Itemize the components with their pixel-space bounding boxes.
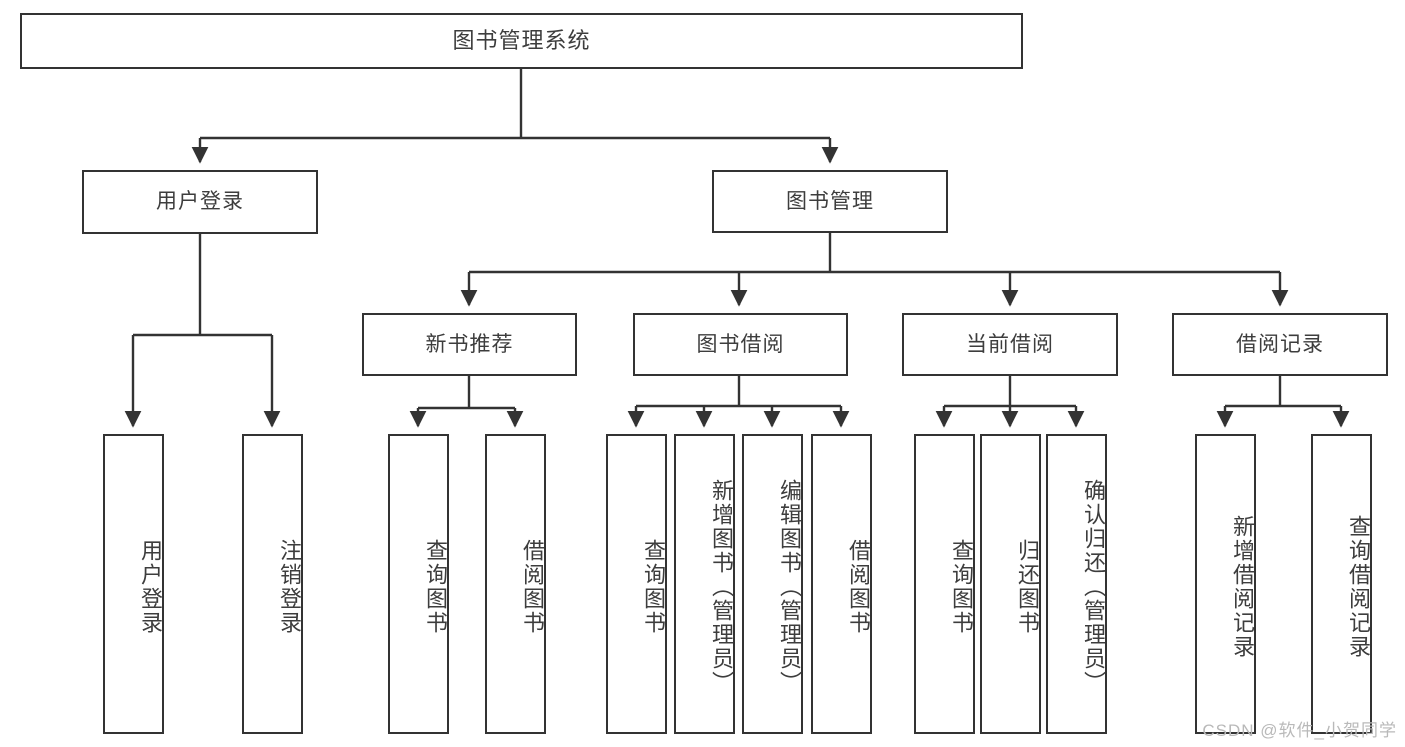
node-book-management[interactable]: 图书管理 [712, 170, 948, 233]
leaf-borrow-record-add-record[interactable]: 新增借阅记录 [1195, 434, 1256, 734]
leaf-borrow-record-query-record[interactable]: 查询借阅记录 [1311, 434, 1372, 734]
leaf-current-borrow-confirm-return-admin[interactable]: 确认归还（管理员） [1046, 434, 1107, 734]
leaf-book-borrow-edit-book-admin[interactable]: 编辑图书（管理员） [742, 434, 803, 734]
leaf-current-borrow-query-book[interactable]: 查询图书 [914, 434, 975, 734]
node-user-login[interactable]: 用户登录 [82, 170, 318, 234]
leaf-current-borrow-return-book[interactable]: 归还图书 [980, 434, 1041, 734]
leaf-book-borrow-query-book[interactable]: 查询图书 [606, 434, 667, 734]
leaf-new-book-borrow-book[interactable]: 借阅图书 [485, 434, 546, 734]
node-book-borrow[interactable]: 图书借阅 [633, 313, 848, 376]
node-root-system[interactable]: 图书管理系统 [20, 13, 1023, 69]
node-current-borrow[interactable]: 当前借阅 [902, 313, 1118, 376]
leaf-book-borrow-add-book-admin[interactable]: 新增图书（管理员） [674, 434, 735, 734]
leaf-new-book-query-book[interactable]: 查询图书 [388, 434, 449, 734]
node-new-book-recommend[interactable]: 新书推荐 [362, 313, 577, 376]
leaf-user-login-logout[interactable]: 注销登录 [242, 434, 303, 734]
watermark-text: CSDN @软件_小贺同学 [1202, 721, 1397, 740]
node-borrow-record[interactable]: 借阅记录 [1172, 313, 1388, 376]
leaf-user-login-login[interactable]: 用户登录 [103, 434, 164, 734]
leaf-book-borrow-borrow-book[interactable]: 借阅图书 [811, 434, 872, 734]
